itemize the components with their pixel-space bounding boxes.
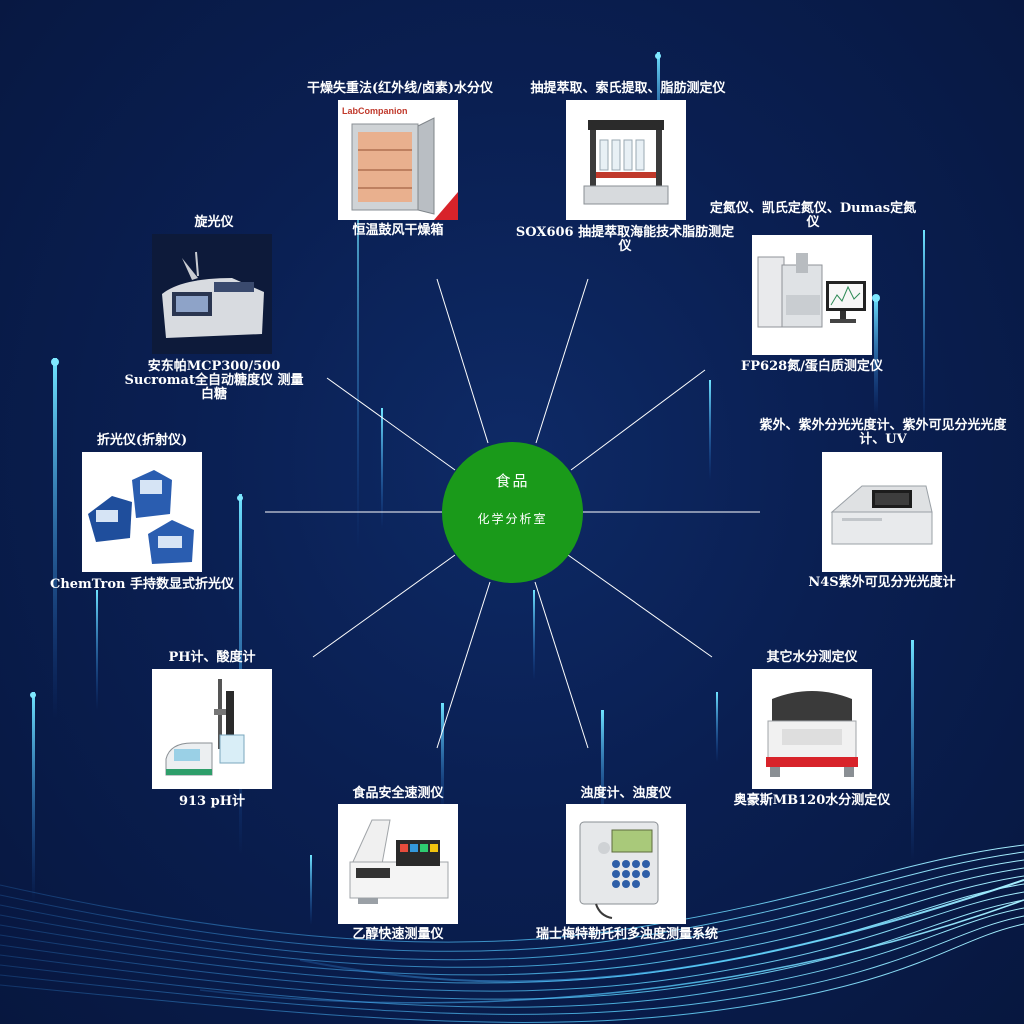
product-name-refracto: ChemTron 手持数显式折光仪 — [49, 577, 235, 592]
product-name-moisture: 奥豪斯MB120水分测定仪 — [733, 793, 891, 808]
product-image-uv[interactable] — [822, 452, 942, 572]
spoke-oven — [436, 278, 489, 444]
category-refracto: 折光仪(折射仪) — [96, 433, 188, 448]
product-image-polarimeter[interactable] — [152, 234, 272, 354]
product-image-moisture[interactable] — [752, 669, 872, 789]
category-nitrogen: 定氮仪、凯氏定氮仪、Dumas定氮仪 — [709, 201, 917, 230]
category-uv: 紫外、紫外分光光度计、紫外可见分光光度计、UV — [759, 418, 1007, 447]
category-oven: 干燥失重法(红外线/卤素)水分仪 — [306, 81, 494, 96]
product-name-oven: 恒温鼓风干燥箱 — [352, 223, 444, 238]
spoke-moisture — [567, 554, 713, 658]
product-image-sox[interactable] — [566, 100, 686, 220]
extractor-icon — [566, 100, 686, 220]
turbidity-meter-icon — [566, 804, 686, 924]
product-name-ph: 913 pH计 — [178, 794, 246, 809]
category-foodsafety: 食品安全速测仪 — [352, 786, 444, 801]
product-name-turbidity: 瑞士梅特勒托利多浊度测量系统 — [535, 927, 718, 942]
nitrogen-analyzer-icon — [752, 235, 872, 355]
hub-circle[interactable]: 食品 化学分析室 — [442, 442, 583, 583]
spoke-nitrogen — [570, 369, 706, 471]
spoke-ph — [312, 554, 456, 658]
ph-meter-icon — [152, 669, 272, 789]
spoke-sox — [535, 278, 589, 444]
product-image-turbidity[interactable] — [566, 804, 686, 924]
product-image-refracto[interactable] — [82, 452, 202, 572]
category-moisture: 其它水分测定仪 — [766, 650, 858, 665]
category-ph: PH计、酸度计 — [168, 650, 256, 665]
spectrophotometer-icon — [822, 452, 942, 572]
wave-lines — [0, 844, 1024, 1023]
spoke-polarimeter — [326, 377, 456, 471]
food-safety-tester-icon — [338, 804, 458, 924]
product-name-polarimeter: 安东帕MCP300/500 Sucromat全自动糖度仪 测量 白糖 — [124, 359, 304, 402]
polarimeter-icon — [152, 234, 272, 354]
product-image-foodsafety[interactable] — [338, 804, 458, 924]
hub-subtitle: 化学分析室 — [477, 512, 548, 526]
product-name-uv: N4S紫外可见分光光度计 — [808, 575, 956, 590]
product-image-ph[interactable] — [152, 669, 272, 789]
product-image-oven[interactable]: LabCompanion — [338, 100, 458, 220]
category-turbidity: 浊度计、浊度仪 — [580, 786, 672, 801]
spoke-foodsafety — [436, 581, 491, 749]
moisture-analyzer-icon — [752, 669, 872, 789]
brand-logo: LabCompanion — [342, 106, 408, 116]
hub-title: 食品 — [495, 472, 530, 490]
product-name-nitrogen: FP628氮/蛋白质测定仪 — [741, 359, 883, 374]
category-sox: 抽提萃取、索氏提取、脂肪测定仪 — [530, 81, 726, 96]
spoke-turbidity — [534, 581, 589, 749]
product-name-foodsafety: 乙醇快速测量仪 — [352, 927, 444, 942]
drying-oven-icon: LabCompanion — [338, 100, 458, 220]
category-polarimeter: 旋光仪 — [194, 215, 234, 230]
product-name-sox: SOX606 抽提萃取海能技术脂肪测定仪 — [515, 225, 735, 254]
refractometer-icon — [82, 452, 202, 572]
product-image-nitrogen[interactable] — [752, 235, 872, 355]
